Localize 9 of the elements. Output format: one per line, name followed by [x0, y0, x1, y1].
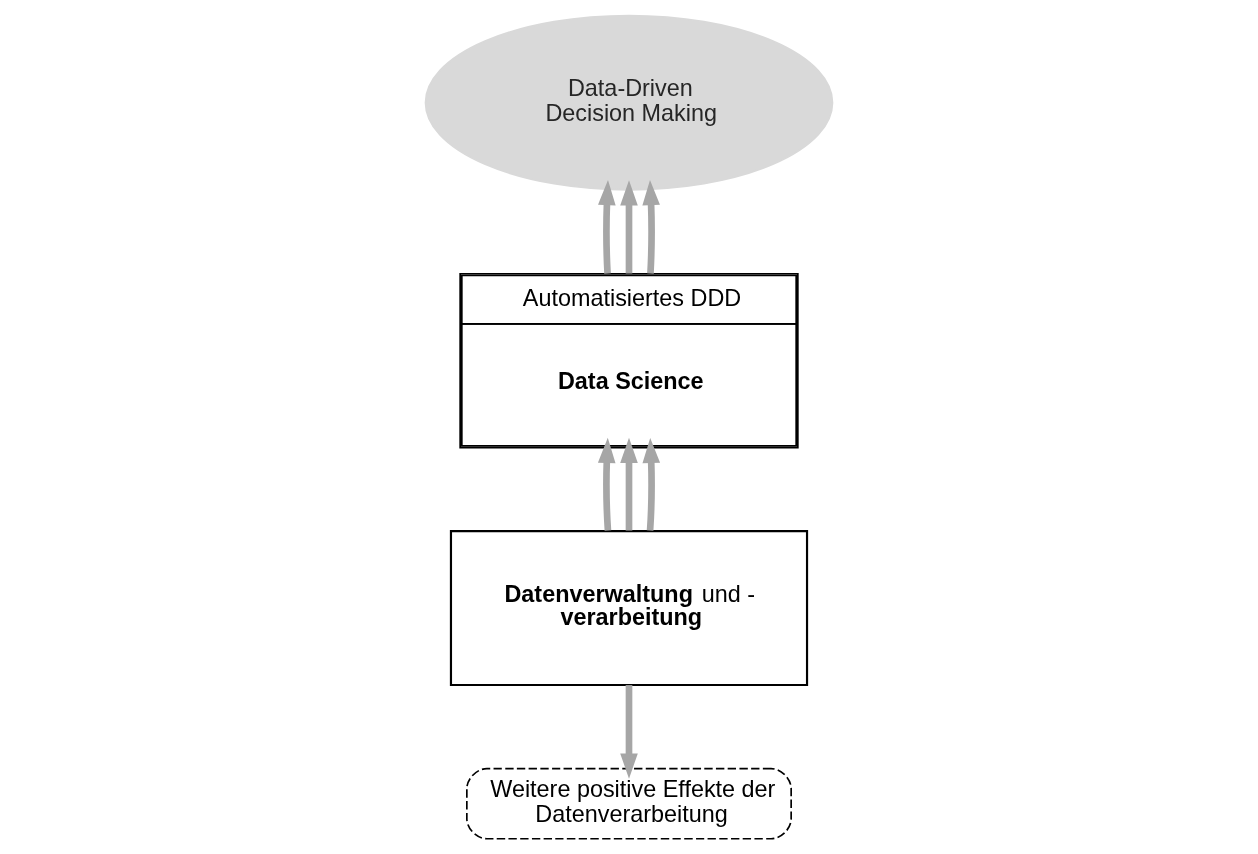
node-box: Datenverwaltung und - verarbeitung: [449, 530, 809, 687]
arrow: [598, 179, 616, 274]
arrow: [642, 179, 660, 274]
node-box: Weitere positive Effekte der Datenverarbeitung: [466, 767, 792, 840]
arrow: [620, 437, 638, 531]
arrow: [620, 180, 638, 274]
arrow: [597, 437, 616, 531]
node-ellipse: Data-Driven Decision Making: [424, 14, 834, 191]
arrow: [642, 437, 661, 531]
